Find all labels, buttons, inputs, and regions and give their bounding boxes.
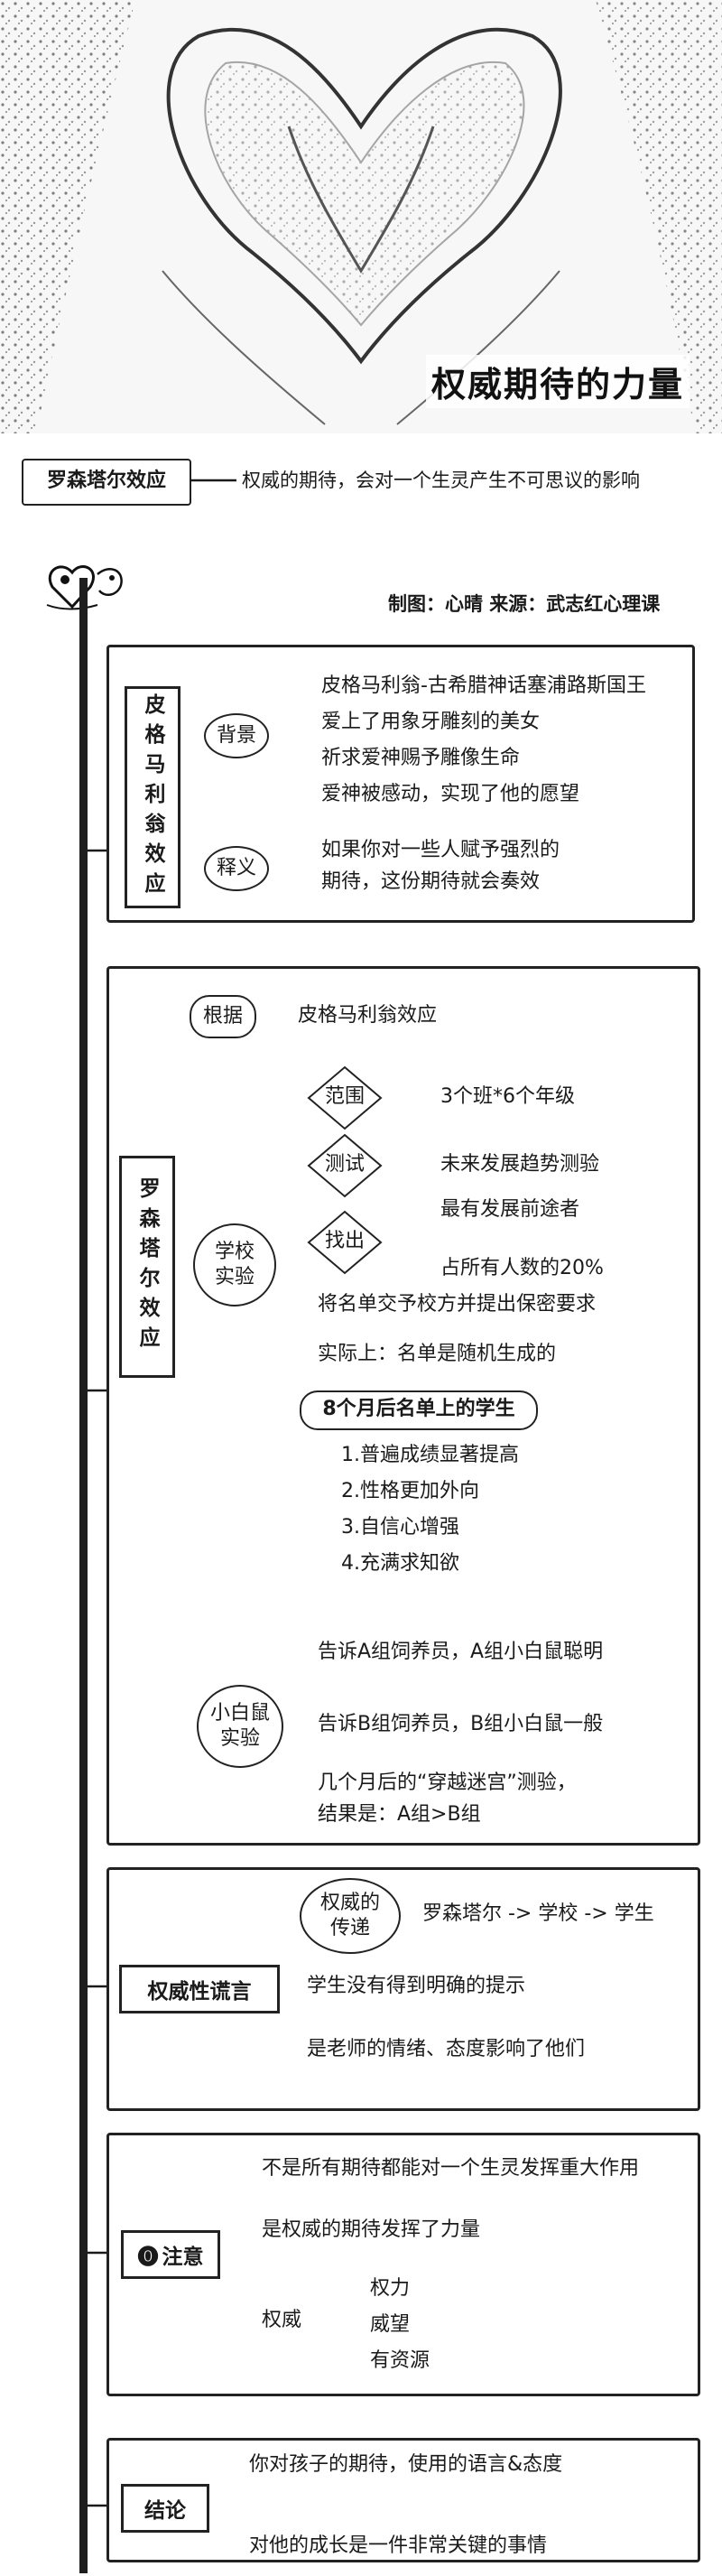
diamond-shape: [307, 1065, 383, 1130]
note-not-all: 不是所有期待都能对一个生灵发挥重大作用: [262, 2157, 640, 2180]
conclusion-line: 对他的成长是一件非常关键的事情: [249, 2534, 548, 2557]
mice-group-a: 告诉A组饲养员，A组小白鼠聪明: [318, 1641, 604, 1663]
conclusion-label: 结论: [121, 2484, 209, 2533]
effect-tag-label: 罗森塔尔效应: [46, 470, 166, 492]
authority-item: 有资源: [370, 2349, 430, 2372]
background-item: 爱上了用象牙雕刻的美女: [321, 711, 541, 733]
note-label: 注意: [162, 2246, 204, 2269]
background-item: 皮格马利翁-古希腊神话塞浦路斯国王: [321, 674, 646, 697]
handover-text: 将名单交予校方并提出保密要求: [318, 1293, 597, 1316]
background-node: 背景: [204, 713, 269, 758]
basis-node: 根据: [190, 995, 256, 1038]
test-value: 未来发展趋势测验: [440, 1153, 600, 1176]
mindmap-spine: [79, 578, 88, 2573]
transfer-label-line: 传递: [329, 1917, 370, 1939]
after-item: 4.充满求知欲: [341, 1552, 459, 1575]
page-title: 权威期待的力量: [425, 355, 690, 408]
reality-text: 实际上：名单是随机生成的: [318, 1343, 557, 1365]
mice-group-b: 告诉B组饲养员，B组小白鼠一般: [318, 1713, 604, 1735]
decorative-sketch-image: [0, 0, 722, 433]
authority-item: 威望: [370, 2313, 411, 2336]
effect-tag-box: 罗森塔尔效应: [22, 459, 191, 506]
school-experiment-node: 学校 实验: [193, 1223, 276, 1307]
diamond-shape: [307, 1210, 383, 1275]
pygmalion-label: 皮格马利翁效应: [125, 686, 180, 908]
no-hint-text: 学生没有得到明确的提示: [307, 1975, 526, 1997]
conclusion-line: 你对孩子的期待，使用的语言&态度: [249, 2453, 563, 2476]
heart-bird-logo-icon: [46, 564, 123, 610]
after-title-box: 8个月后名单上的学生: [300, 1390, 538, 1430]
after-item: 3.自信心增强: [341, 1516, 459, 1539]
mice-label-line: 小白鼠: [209, 1702, 270, 1725]
authority-item: 权力: [370, 2277, 411, 2300]
background-item: 爱神被感动，实现了他的愿望: [321, 783, 580, 805]
mice-result-line: 结果是：A组>B组: [318, 1803, 481, 1826]
header-banner: 权威期待的力量: [0, 0, 722, 433]
mice-experiment-node: 小白鼠 实验: [197, 1685, 283, 1768]
meaning-line: 如果你对一些人赋予强烈的: [321, 839, 560, 861]
transfer-label-line: 权威的: [319, 1892, 380, 1914]
note-label-box: ⓿ 注意: [121, 2230, 220, 2279]
diamond-shape: [307, 1133, 383, 1198]
note-power: 是权威的期待发挥了力量: [262, 2218, 481, 2241]
teacher-text: 是老师的情绪、态度影响了他们: [307, 2038, 586, 2060]
scope-value: 3个班*6个年级: [440, 1085, 575, 1108]
warning-icon: ⓿: [137, 2246, 159, 2269]
pick-line: 最有发展前途者: [440, 1198, 580, 1221]
pygmalion-panel: [106, 645, 695, 923]
credit-line: 制图：心晴 来源：武志红心理课: [388, 593, 661, 615]
pick-label: 找出: [324, 1230, 365, 1252]
after-item: 1.普遍成绩显著提高: [341, 1444, 519, 1466]
after-title: 8个月后名单上的学生: [322, 1398, 515, 1420]
school-label-line: 实验: [214, 1266, 255, 1288]
after-item: 2.性格更加外向: [341, 1480, 479, 1502]
mice-label-line: 实验: [219, 1727, 260, 1750]
meaning-line: 期待，这份期待就会奏效: [321, 870, 541, 893]
authority-sub-label: 权威: [262, 2309, 302, 2331]
scope-label: 范围: [324, 1085, 365, 1108]
transfer-value: 罗森塔尔 -> 学校 -> 学生: [422, 1902, 654, 1925]
test-label: 测试: [324, 1153, 365, 1176]
meaning-node: 释义: [204, 846, 269, 891]
transfer-node: 权威的 传递: [300, 1878, 401, 1954]
rosenthal-label: 罗森塔尔效应: [119, 1156, 175, 1378]
pick-line: 占所有人数的20%: [440, 1257, 604, 1279]
authority-label: 权威性谎言: [119, 1965, 280, 2013]
background-item: 祈求爱神赐予雕像生命: [321, 747, 521, 769]
intro-summary: 权威的期待，会对一个生灵产生不可思议的影响: [242, 470, 640, 491]
mice-result-line: 几个月后的“穿越迷宫”测验，: [318, 1772, 577, 1794]
basis-value: 皮格马利翁效应: [298, 1004, 438, 1027]
school-label-line: 学校: [214, 1241, 255, 1263]
